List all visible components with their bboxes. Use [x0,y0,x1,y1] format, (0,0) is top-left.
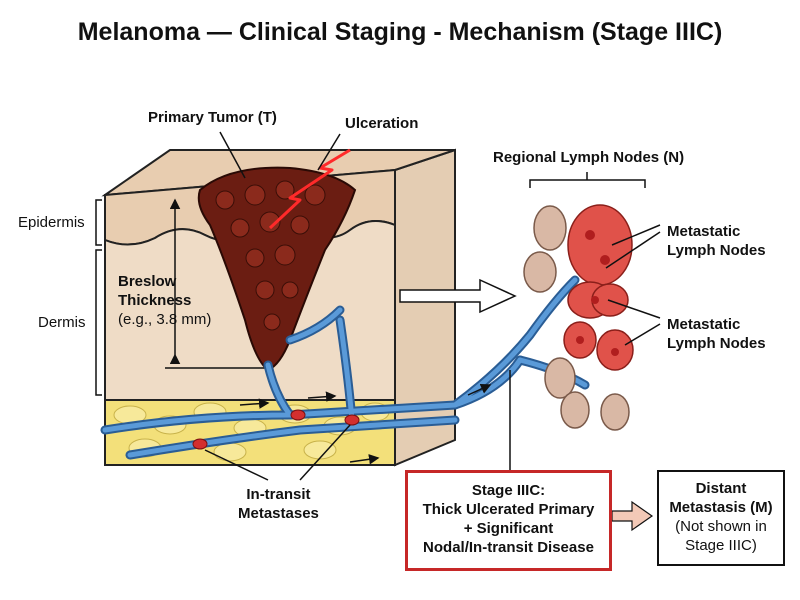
label-breslow-line1: Breslow [118,273,177,290]
page-title: Melanoma — Clinical Staging - Mechanism … [77,18,723,46]
ulceration-mark [268,148,351,230]
distant-box-line1: Distant [695,480,747,497]
label-epidermis: Epidermis [18,214,85,231]
stage-to-distant-arrow [611,500,654,532]
label-breslow-example: (e.g., 3.8 mm) [118,311,212,328]
callout-lines [204,131,661,481]
label-ulceration: Ulceration [345,115,419,132]
stage-box-line2: Thick Ulcerated Primary [422,501,595,518]
label-metastatic-nodes-1: Metastatic Lymph Nodes [667,222,766,260]
distant-metastasis-box: Distant Metastasis (M) (Not shown in Sta… [657,470,785,566]
normal-lymph-nodes [523,205,630,431]
stage-box-line3: + Significant [463,520,554,537]
label-breslow-line2: Thickness [118,292,192,309]
stage-box-line1: Stage IIIC: [471,482,546,499]
label-in-transit: In-transit Metastases [238,485,319,523]
big-arrow-to-nodes [399,278,517,314]
distant-box-line2: Metastasis (M) [669,499,773,516]
in-transit-metastases [192,409,360,450]
dermis-bracket [95,249,102,396]
regional-nodes-bracket [529,172,646,188]
label-metastatic-nodes-2-line1: Metastatic [667,316,741,333]
label-dermis: Dermis [38,314,86,331]
distant-box-line4: Stage IIIC) [685,537,757,554]
label-regional-nodes: Regional Lymph Nodes (N) [493,149,685,166]
label-in-transit-line2: Metastases [238,505,319,522]
label-primary-tumor: Primary Tumor (T) [148,109,277,126]
flow-arrows [239,383,492,465]
label-metastatic-nodes-2-line2: Lymph Nodes [667,335,766,352]
distant-box-line3: (Not shown in [675,518,767,535]
label-in-transit-line1: In-transit [246,486,311,503]
label-metastatic-nodes-1-line1: Metastatic [667,223,741,240]
tumor-texture [215,180,326,331]
node-centers [576,230,619,356]
stage-iiic-box: Stage IIIC: Thick Ulcerated Primary + Si… [405,470,612,571]
stage-box-line4: Nodal/In-transit Disease [423,539,594,556]
label-metastatic-nodes-2: Metastatic Lymph Nodes [667,315,766,353]
epidermis-bracket [95,199,102,246]
label-breslow: Breslow Thickness (e.g., 3.8 mm) [118,272,211,329]
label-metastatic-nodes-1-line2: Lymph Nodes [667,242,766,259]
metastatic-lymph-nodes [563,204,634,371]
